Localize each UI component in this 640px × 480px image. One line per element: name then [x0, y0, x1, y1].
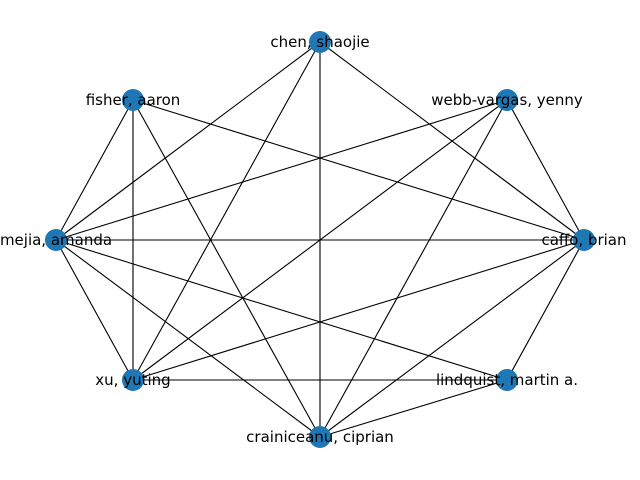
edge-caffo-xu — [132, 239, 585, 381]
edge-mejia-xu — [55, 239, 134, 381]
node-label-crainiceanu: crainiceanu, ciprian — [246, 428, 394, 446]
node-label-lindquist: lindquist, martin a. — [436, 371, 578, 389]
node-mejia — [45, 229, 67, 251]
node-webb — [496, 89, 518, 111]
node-label-caffo: caffo, brian — [541, 231, 626, 249]
label-layer: chen, shaojie webb-vargas, yenny caffo, br… — [0, 33, 627, 446]
edge-fisher-caffo — [132, 99, 585, 241]
node-caffo — [573, 229, 595, 251]
node-label-webb: webb-vargas, yenny — [431, 91, 583, 109]
node-label-xu: xu, yuting — [95, 371, 170, 389]
edge-fisher-crainiceanu — [132, 99, 321, 438]
node-label-fisher: fisher, aaron — [86, 91, 181, 109]
edge-mejia-crainiceanu — [55, 239, 321, 438]
edge-chen-mejia — [55, 41, 321, 241]
edge-chen-xu — [132, 41, 321, 381]
node-layer — [45, 31, 595, 448]
node-label-mejia: mejia, amanda — [0, 231, 112, 249]
edge-webb-crainiceanu — [319, 99, 508, 438]
edge-caffo-crainiceanu — [319, 239, 585, 438]
node-lindquist — [496, 369, 518, 391]
node-xu — [122, 369, 144, 391]
edge-layer — [55, 41, 585, 438]
edge-caffo-lindquist — [506, 239, 585, 381]
edge-fisher-mejia — [55, 99, 134, 241]
edge-webb-caffo — [506, 99, 585, 241]
node-chen — [309, 31, 331, 53]
edge-crainiceanu-lindquist — [319, 379, 508, 438]
node-label-chen: chen, shaojie — [270, 33, 369, 51]
edge-webb-mejia — [55, 99, 508, 241]
node-fisher — [122, 89, 144, 111]
edge-mejia-lindquist — [55, 239, 508, 381]
node-crainiceanu — [309, 426, 331, 448]
